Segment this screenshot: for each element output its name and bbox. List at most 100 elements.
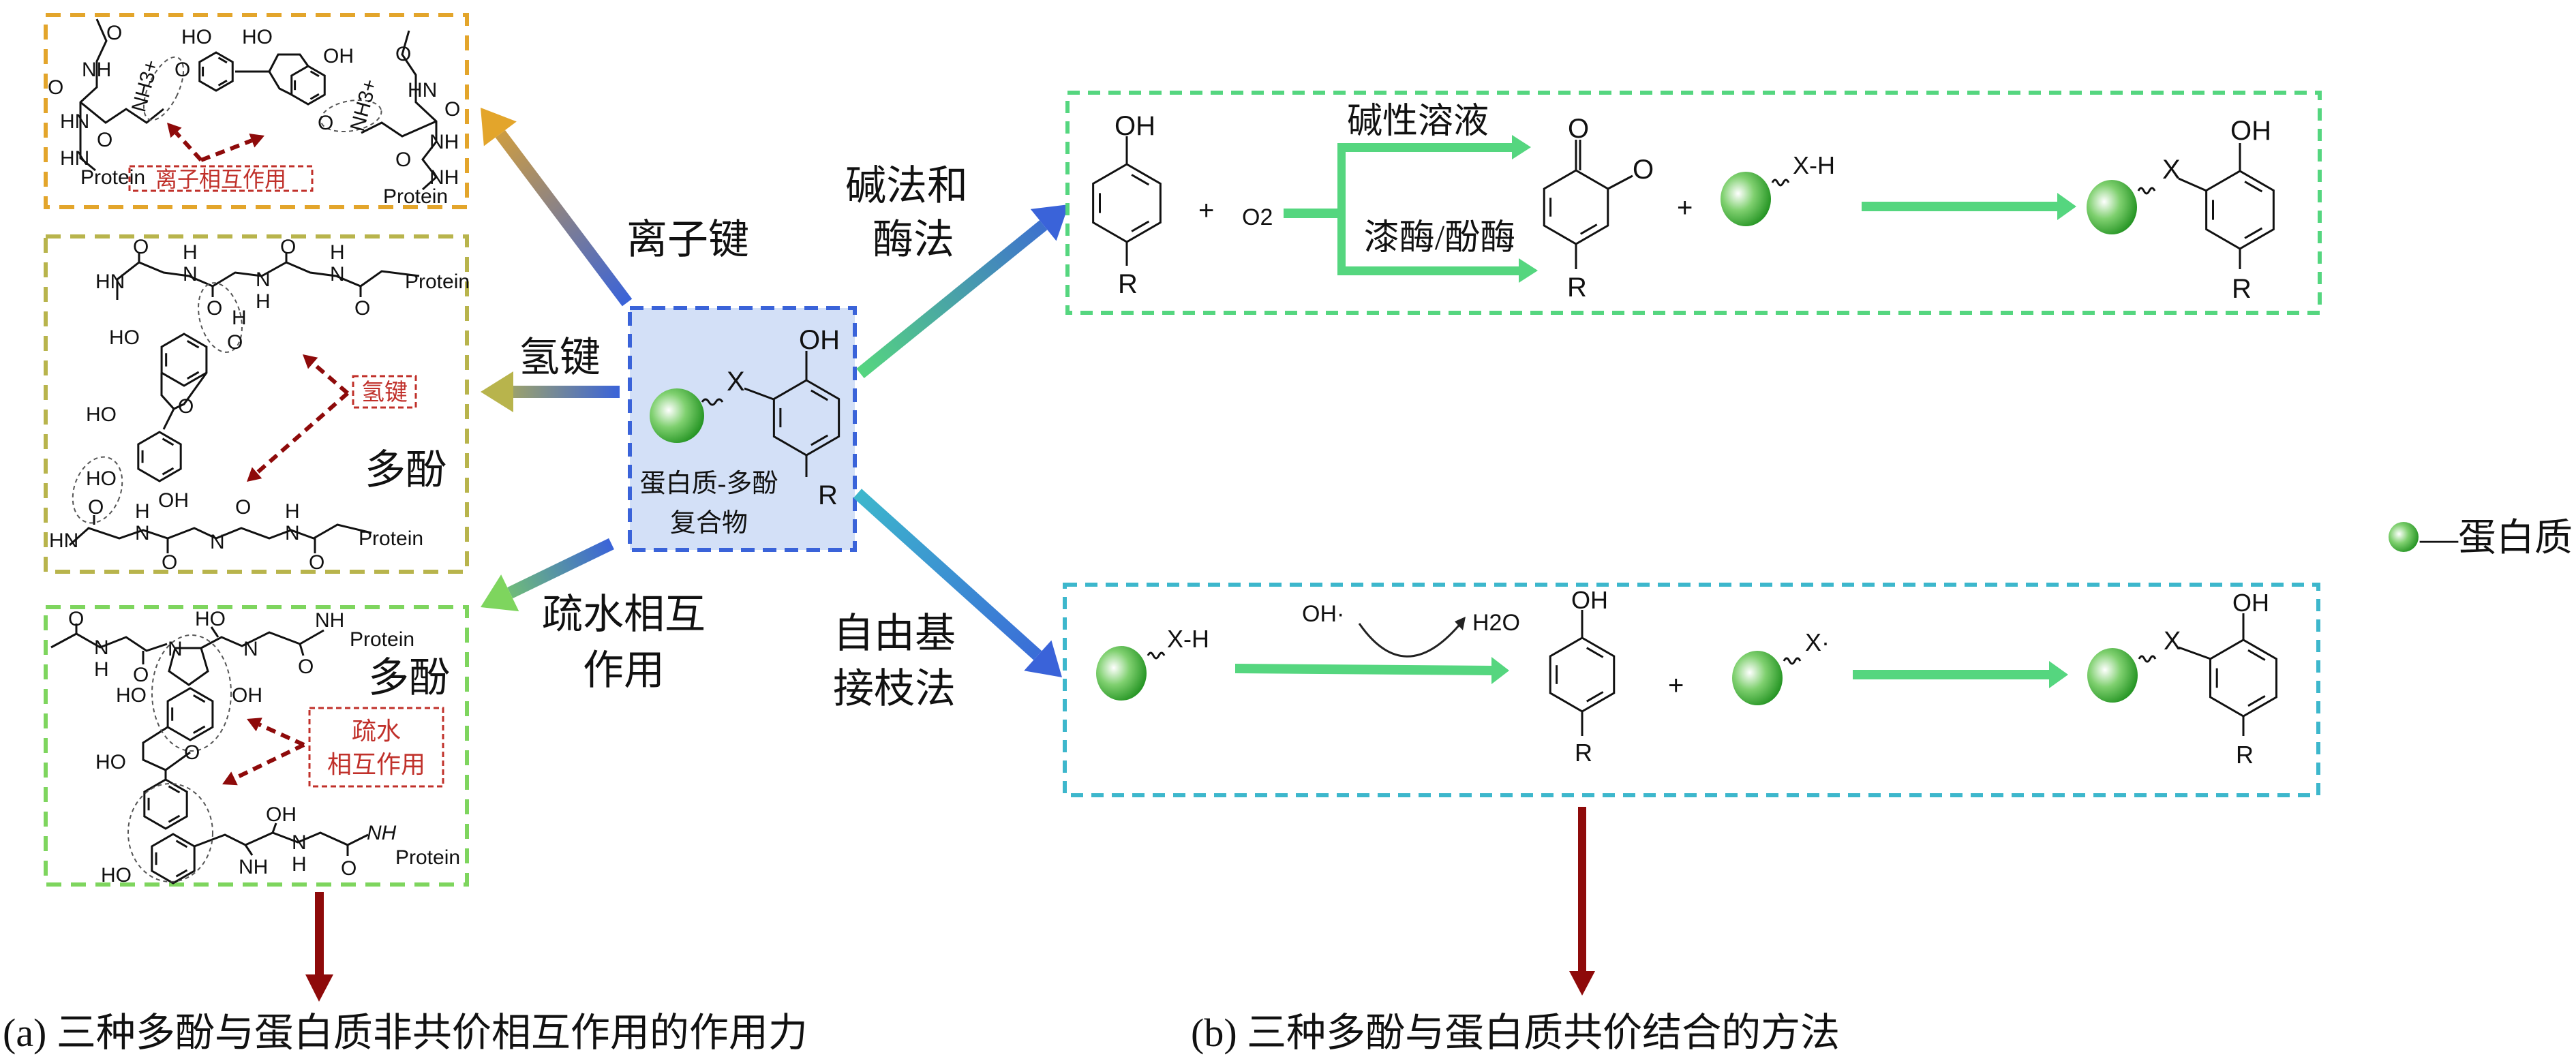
arrow-shaft bbox=[233, 743, 305, 780]
annotation-arrow bbox=[222, 743, 305, 786]
double-bond bbox=[175, 840, 188, 848]
benzene-ring bbox=[151, 833, 196, 885]
complex-label-line2: 复合物 bbox=[670, 509, 748, 538]
double-bond bbox=[2244, 227, 2263, 239]
double-bond bbox=[2247, 649, 2266, 661]
atom-oh: OH bbox=[323, 45, 354, 67]
atom-o: O bbox=[175, 59, 190, 81]
atom-oh: OH bbox=[158, 489, 189, 512]
atom-ho: HO bbox=[101, 864, 132, 887]
wavy-bond bbox=[1147, 651, 1166, 660]
curved-arrow bbox=[1358, 623, 1460, 658]
phenol-ring bbox=[1092, 163, 1162, 243]
annotation-arrow bbox=[167, 123, 203, 162]
atom-o: O bbox=[318, 112, 333, 134]
complex-label-line1: 蛋白质-多酚 bbox=[640, 470, 778, 498]
quinone-ring bbox=[1543, 169, 1609, 245]
result-arrow-b bbox=[1569, 807, 1595, 996]
atom-h: H bbox=[135, 500, 150, 523]
atom-oh-radical: OH· bbox=[1302, 601, 1344, 627]
ring-outline bbox=[160, 333, 208, 387]
arrow-shaft bbox=[853, 489, 1042, 660]
result-arrow-a bbox=[305, 892, 333, 1002]
double-bond bbox=[192, 694, 206, 703]
atom-n: N bbox=[168, 638, 183, 660]
caption-b: (b) 三种多酚与蛋白质共价结合的方法 bbox=[1191, 1011, 1840, 1055]
benzene-ring bbox=[198, 51, 234, 92]
double-bond bbox=[1131, 220, 1150, 232]
legend-protein-label: —蛋白质 bbox=[2419, 517, 2573, 559]
double-bond bbox=[2244, 181, 2263, 193]
wavy-bond bbox=[2137, 187, 2156, 195]
arrow-shaft bbox=[256, 391, 349, 475]
protein-sphere-icon bbox=[2389, 522, 2419, 552]
atom-x: X bbox=[2162, 155, 2181, 185]
atom-oh: OH bbox=[2230, 116, 2271, 146]
atom-h: H bbox=[232, 307, 247, 329]
benzene-ring bbox=[166, 687, 214, 741]
atom-r: R bbox=[818, 480, 838, 510]
annotation-arrow bbox=[200, 133, 264, 162]
atom-o: O bbox=[395, 149, 411, 171]
atom-r: R bbox=[2232, 274, 2252, 304]
ionic-annotation-box bbox=[128, 165, 314, 192]
polyphenol-label: 多酚 bbox=[365, 448, 446, 493]
hydrogen-annotation: 氢键 bbox=[361, 380, 408, 405]
protein-sphere-icon bbox=[1732, 651, 1783, 705]
ring-outline bbox=[198, 51, 234, 92]
benzene-ring bbox=[290, 65, 326, 106]
arrow-head bbox=[1030, 204, 1069, 241]
atom-hn: HN bbox=[49, 529, 78, 552]
arrow-head bbox=[247, 718, 262, 732]
arrow-shaft bbox=[175, 131, 203, 162]
atom-ho: HO bbox=[86, 467, 117, 490]
protein-sphere-icon bbox=[650, 388, 704, 443]
atom-nh: NH bbox=[82, 59, 111, 81]
phenol-ring bbox=[1549, 636, 1616, 713]
hydrophobic-annotation-box bbox=[308, 707, 444, 788]
double-bond bbox=[168, 785, 181, 794]
atom-oh: OH bbox=[232, 684, 262, 707]
atom-x: X bbox=[727, 367, 745, 397]
atom-n: N bbox=[292, 831, 307, 854]
double-bond bbox=[2247, 695, 2266, 707]
atom-n: N bbox=[256, 268, 271, 291]
atom-protein: Protein bbox=[395, 846, 460, 869]
atom-o: O bbox=[207, 297, 222, 320]
arrow-head bbox=[481, 371, 513, 412]
atom-o: O bbox=[48, 76, 63, 99]
double-bond bbox=[217, 57, 228, 64]
ring-outline bbox=[2205, 170, 2275, 250]
hydrophobic-label-line2: 作用 bbox=[583, 648, 665, 693]
atom-ho: HO bbox=[95, 751, 126, 773]
annotation-arrow bbox=[247, 718, 305, 747]
protein-sphere-icon bbox=[2087, 180, 2137, 234]
arrow-shaft bbox=[856, 220, 1048, 378]
atom-o: O bbox=[88, 496, 104, 519]
arrow-head bbox=[1024, 640, 1062, 677]
atom-nh: NH bbox=[315, 609, 344, 632]
arrow-shaft bbox=[507, 538, 614, 599]
wavy-bond bbox=[1771, 179, 1790, 187]
atom-oh: OH bbox=[799, 325, 840, 355]
ionic-structure: O NH O HN O HN Protein NH3+ O HO HO OH O… bbox=[48, 18, 460, 208]
radical-arrow bbox=[853, 489, 1062, 677]
double-bond bbox=[309, 70, 320, 78]
atom-nh: NH bbox=[429, 166, 459, 189]
atom-o: O bbox=[227, 331, 243, 354]
hydrogen-panel-box bbox=[44, 234, 469, 574]
atom-o: O bbox=[341, 857, 357, 880]
atom-r: R bbox=[1575, 739, 1592, 767]
atom-oh: OH bbox=[266, 803, 297, 826]
benzene-ring bbox=[143, 778, 188, 830]
atom-n: N bbox=[243, 638, 258, 660]
hydrogen-structure: HN O H N N H O H N Protein O O H O HO O … bbox=[49, 236, 470, 574]
atom-o: O bbox=[133, 664, 149, 686]
atom-protein: Protein bbox=[350, 628, 414, 651]
atom-h: H bbox=[285, 500, 300, 523]
hydrogen-arrow bbox=[481, 371, 620, 412]
benzene-ring bbox=[2209, 639, 2277, 718]
arrow-shaft bbox=[200, 138, 253, 162]
arrow-shaft bbox=[312, 361, 349, 395]
atom-xh: X-H bbox=[1167, 625, 1209, 653]
